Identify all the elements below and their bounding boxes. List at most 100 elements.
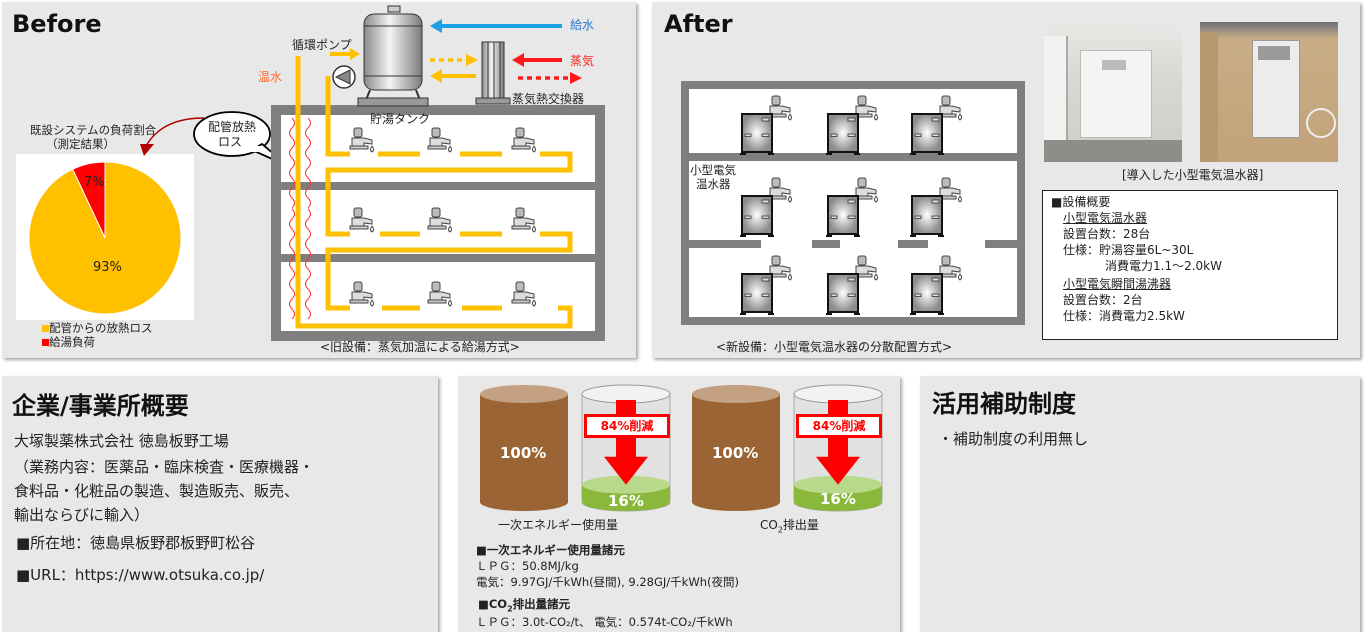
heater-photo-1: [1044, 22, 1182, 162]
equipment-spec-box: ■設備概要 小型電気温水器 設置台数：28台 仕様：貯湯容量6L~30L 消費電…: [1042, 190, 1338, 340]
legend-swatch-supply-load: [42, 339, 49, 346]
after-title: After: [664, 10, 733, 38]
pie-title: 既設システムの負荷割合: [30, 123, 157, 137]
legend-label-pipe-loss: 配管からの放熱ロス: [49, 321, 153, 335]
co2-basis-heading-pre: ■CO: [478, 597, 508, 611]
faucet-icon: [937, 95, 962, 121]
legend-item-supply-load: 給湯負荷: [42, 334, 95, 350]
co2-caption: CO2排出量: [760, 516, 819, 534]
spec-item1-name: 小型電気温水器: [1063, 211, 1148, 225]
company-panel: 企業/事業所概要 大塚製薬株式会社 徳島板野工場 （業務内容：医薬品・臨床検査・…: [2, 376, 438, 632]
electric-water-heater-icon: [826, 113, 860, 155]
faucet-icon: [767, 95, 792, 121]
spec-item2-name: 小型電気瞬間湯沸器: [1063, 277, 1172, 291]
faucet-icon: [511, 281, 536, 307]
circulation-pump-icon: [332, 65, 356, 89]
energy-reduction-arrow-icon: [604, 400, 648, 485]
energy-before-cylinder: [480, 385, 568, 511]
bubble-text-line1: 配管放熱: [208, 120, 257, 134]
heat-loss-wave-icon: [289, 117, 311, 320]
before-panel: Before 既設システムの負荷割合 （測定結果） 93% 7% 配管からの放熱…: [2, 2, 636, 358]
energy-before-value: 100%: [500, 444, 547, 462]
company-url-link[interactable]: ■URL：https://www.otsuka.co.jp/: [16, 566, 265, 584]
hot-water-label: 温水: [258, 70, 283, 84]
electric-water-heater-icon: [826, 273, 860, 315]
steam-out-arrow-icon: [518, 72, 582, 84]
company-business-line1: （業務内容：医薬品・臨床検査・医療機器・: [14, 458, 315, 476]
electric-water-heater-icon: [740, 195, 774, 237]
hot-water-to-exchanger-arrow-icon: [430, 54, 478, 66]
co2-before-value: 100%: [712, 444, 759, 462]
spec-item2-count: 設置台数：2台: [1063, 293, 1143, 307]
energy-caption: 一次エネルギー使用量: [498, 518, 619, 532]
steam-heat-exchanger-icon: [475, 41, 511, 105]
company-name: 大塚製薬株式会社 徳島板野工場: [14, 432, 229, 450]
faucet-icon: [853, 95, 878, 121]
energy-after-value: 16%: [608, 492, 644, 510]
pipe-loss-speech-bubble: [193, 111, 289, 167]
energy-basis-lpg: ＬＰＧ：50.8MJ/kg: [476, 559, 579, 573]
after-panel: After 小型電気 温水器 <新設備：小型電気温水器の分散配置方式> [導入し…: [652, 2, 1360, 358]
pie-chart-frame: 93% 7%: [16, 154, 194, 320]
electric-water-heater-icon: [740, 113, 774, 155]
pie-label-minor: 7%: [84, 175, 105, 190]
pie-label-main: 93%: [93, 260, 122, 275]
legend-item-pipe-loss: 配管からの放熱ロス: [42, 320, 153, 336]
pump-label: 循環ポンプ: [292, 38, 352, 52]
co2-caption-rest: 排出量: [782, 518, 819, 532]
pie-chart: [28, 161, 182, 315]
co2-reduction-badge: 84%削減: [796, 414, 882, 438]
faucet-icon: [427, 281, 452, 307]
photo-caption: [導入した小型電気温水器]: [1122, 168, 1264, 182]
faucet-icon: [349, 207, 374, 233]
supply-water-arrow-icon: [430, 19, 562, 33]
spec-item1-count: 設置台数：28台: [1063, 227, 1151, 241]
faucet-icon: [511, 127, 536, 153]
pump-to-tank-arrow-icon: [330, 48, 360, 60]
after-caption: <新設備：小型電気温水器の分散配置方式>: [716, 340, 953, 354]
faucet-icon: [767, 255, 792, 281]
hot-water-return-arrow-icon: [430, 69, 476, 83]
co2-caption-main: CO: [760, 518, 778, 532]
before-caption: <旧設備：蒸気加温による給湯方式>: [320, 340, 520, 354]
legend-swatch-pipe-loss: [42, 325, 49, 332]
electric-water-heater-icon: [826, 195, 860, 237]
company-address: ■所在地：徳島県板野郡板野町松谷: [16, 534, 256, 552]
subsidy-title: 活用補助制度: [932, 390, 1076, 418]
heater-label-line2: 温水器: [696, 177, 731, 191]
faucet-icon: [349, 127, 374, 153]
co2-after-value: 16%: [820, 490, 856, 508]
legend-label-supply-load: 給湯負荷: [49, 335, 95, 349]
co2-caption-sub: 2: [777, 525, 783, 535]
energy-basis-electricity: 電気：9.97GJ/千kWh(昼間), 9.28GJ/千kWh(夜間): [476, 575, 739, 589]
spec-item1-spec2: 消費電力1.1～2.0kW: [1105, 259, 1222, 273]
curved-arrow-icon: [140, 117, 205, 156]
bubble-text-line2: ロス: [218, 135, 243, 149]
energy-basis-heading: ■一次エネルギー使用量諸元: [476, 543, 625, 557]
supply-water-label: 給水: [570, 18, 595, 32]
electric-water-heater-icon: [740, 273, 774, 315]
faucet-icon: [427, 207, 452, 233]
storage-tank-label: 貯湯タンク: [370, 112, 431, 126]
steam-in-arrow-icon: [512, 53, 562, 67]
spec-item2-spec: 仕様：消費電力2.5kW: [1063, 309, 1185, 323]
heater-photo-2: [1200, 22, 1338, 162]
pie-slice-pipe-loss: [28, 161, 182, 315]
equipment-diagram: [330, 5, 582, 107]
steam-label: 蒸気: [570, 54, 595, 68]
co2-basis-heading-sub: 2: [507, 604, 513, 614]
electric-water-heater-icon: [910, 195, 944, 237]
co2-basis-heading-post: 排出量諸元: [512, 597, 571, 611]
before-title: Before: [12, 10, 102, 38]
storage-tank-icon: [357, 5, 429, 107]
electric-water-heater-icon: [910, 273, 944, 315]
heat-exchanger-label: 蒸気熱交換器: [512, 92, 585, 106]
results-panel: 100% 16% 84%削減 100% 16% 84%削減 一次エネルギー使用量…: [458, 376, 900, 632]
subsidy-panel: 活用補助制度 ・補助制度の利用無し: [920, 376, 1360, 632]
company-business-line2: 食料品・化粧品の製造、製造販売、販売、: [14, 482, 300, 500]
faucet-icon: [349, 281, 374, 307]
co2-basis-line: ＬＰＧ：3.0t-CO₂/t、 電気：0.574t-CO₂/千kWh: [476, 615, 733, 629]
company-business-line3: 輸出ならびに輸入）: [14, 506, 150, 524]
spec-heading: ■設備概要: [1051, 195, 1111, 209]
electric-water-heater-icon: [910, 113, 944, 155]
